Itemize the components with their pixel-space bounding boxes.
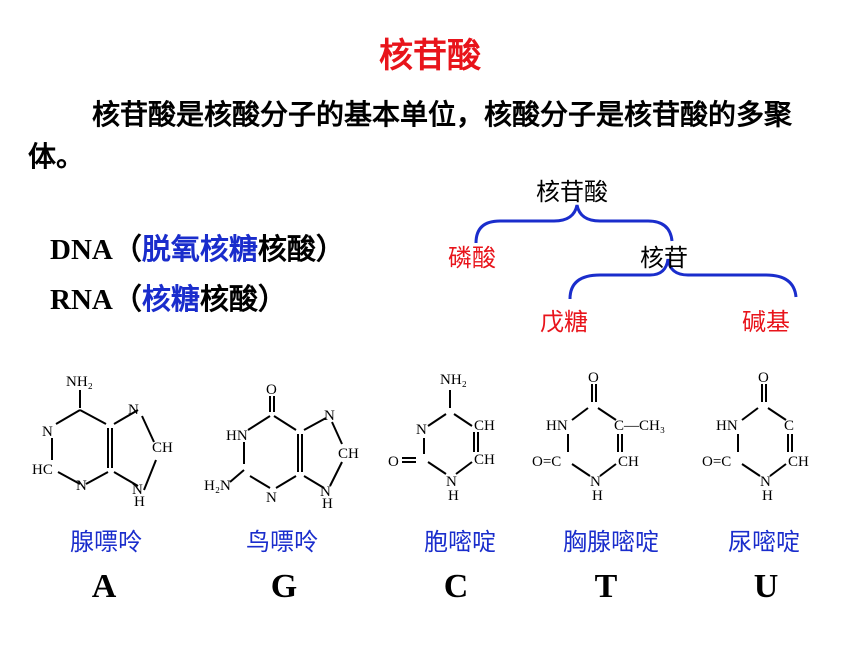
thymine-ch3: C—CH₃	[614, 418, 665, 434]
base-name-cytosine: 胞嘧啶	[424, 528, 496, 556]
thymine-hn: HN	[546, 418, 568, 434]
cytosine-n1: N	[446, 474, 457, 490]
tree-root: 核苷酸	[536, 178, 608, 206]
uracil-n1: N	[760, 474, 771, 490]
uracil-hn: HN	[716, 418, 738, 434]
thymine-ch6: CH	[618, 454, 639, 470]
guanine-h: H	[322, 496, 333, 508]
uracil-c5: C	[784, 418, 794, 434]
guanine-hn: HN	[226, 428, 248, 444]
cytosine-n3: N	[416, 422, 427, 438]
adenine-nh2: NH₂	[66, 374, 93, 390]
dna-prefix: DNA（	[50, 234, 142, 266]
rna-highlight: 核糖	[141, 282, 200, 316]
bracket-bottom	[568, 258, 798, 300]
base-letter-a: A	[91, 568, 117, 605]
dna-suffix: 核酸）	[257, 232, 345, 266]
rna-suffix: 核酸）	[199, 282, 287, 316]
base-name-uracil: 尿嘧啶	[728, 528, 800, 556]
guanine-n7: N	[324, 408, 335, 424]
base-name-guanine: 鸟嘌呤	[246, 528, 318, 556]
adenine-ch8: CH	[152, 440, 173, 456]
guanine-n9: N	[320, 484, 331, 500]
base-letter-g: G	[270, 568, 298, 605]
cytosine-o: O	[388, 454, 399, 470]
thymine-structure: O HN C—CH₃ O=C CH N H	[532, 370, 665, 504]
guanine-ch8: CH	[338, 446, 359, 462]
adenine-n3: N	[76, 478, 87, 494]
cytosine-h: H	[448, 488, 459, 504]
uracil-oc: O=C	[702, 454, 731, 470]
guanine-o: O	[266, 382, 277, 398]
uracil-structure: O HN C O=C CH N H	[702, 370, 809, 504]
bracket-top	[474, 204, 674, 244]
thymine-oc: O=C	[532, 454, 561, 470]
rna-prefix: RNA（	[50, 284, 142, 316]
base-letter-c: C	[443, 568, 469, 605]
dna-highlight: 脱氧核糖	[141, 232, 258, 266]
adenine-structure: NH₂ N HC N N CH N H	[32, 374, 173, 508]
adenine-n7: N	[128, 402, 139, 418]
uracil-h: H	[762, 488, 773, 504]
cytosine-ch5: CH	[474, 418, 495, 434]
tree-nucleoside: 核苷	[640, 244, 688, 272]
guanine-structure: O HN H₂N N N CH N H	[204, 382, 359, 508]
cytosine-ch6: CH	[474, 452, 495, 468]
uracil-o4: O	[758, 370, 769, 386]
intro-paragraph: 核苷酸是核酸分子的基本单位，核酸分子是核苷酸的多聚体。	[28, 94, 838, 178]
rna-line: RNA（核糖核酸）	[50, 276, 287, 318]
cytosine-structure: NH₂ N CH CH O N H	[388, 372, 495, 504]
uracil-ch6: CH	[788, 454, 809, 470]
base-name-thymine: 胸腺嘧啶	[563, 528, 659, 556]
intro-text: 核苷酸是核酸分子的基本单位，核酸分子是核苷酸的多聚体。	[28, 98, 793, 173]
tree-phosphate: 磷酸	[448, 244, 496, 272]
cytosine-nh2: NH₂	[440, 372, 467, 388]
adenine-n9: N	[132, 482, 143, 498]
tree-base: 碱基	[742, 308, 790, 336]
guanine-h2n: H₂N	[204, 478, 231, 494]
thymine-n1: N	[590, 474, 601, 490]
page-title: 核苷酸	[379, 36, 481, 76]
thymine-o4: O	[588, 370, 599, 386]
dna-line: DNA（脱氧核糖核酸）	[50, 226, 345, 268]
adenine-h: H	[134, 494, 145, 508]
tree-sugar: 戊糖	[540, 308, 588, 336]
adenine-n1: N	[42, 424, 53, 440]
base-letter-t: T	[594, 568, 618, 605]
base-letter-u: U	[753, 568, 779, 605]
thymine-h: H	[592, 488, 603, 504]
adenine-hc: HC	[32, 462, 53, 478]
base-name-adenine: 腺嘌呤	[70, 528, 142, 556]
tree-brackets	[474, 204, 798, 300]
guanine-n3: N	[266, 490, 277, 506]
